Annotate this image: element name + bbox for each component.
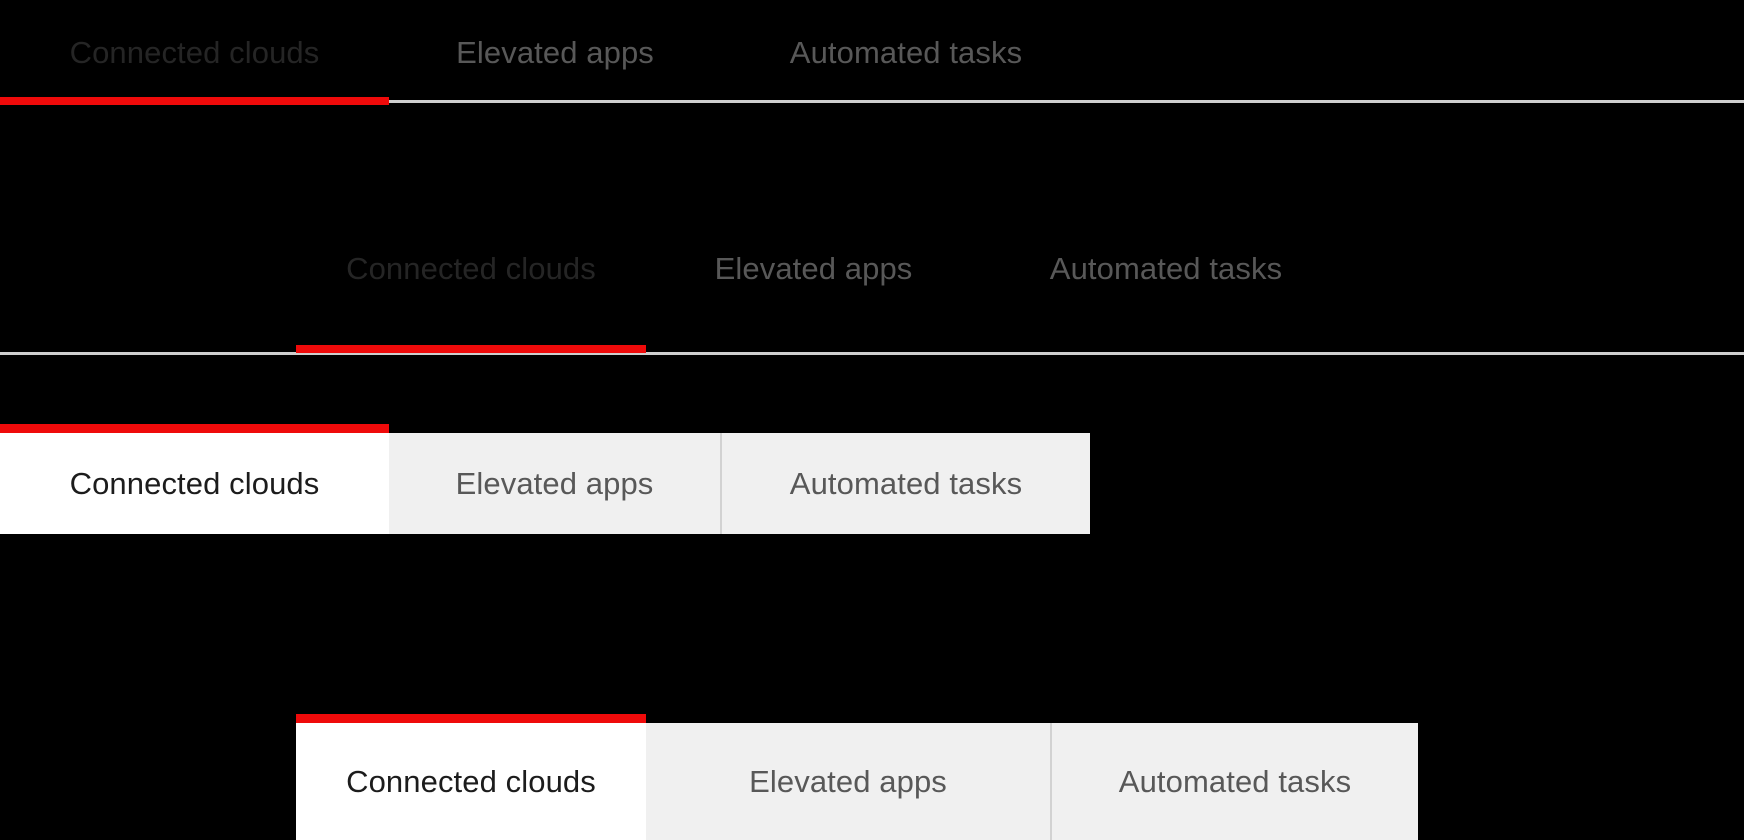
tabbar-baseline-rule-1 — [0, 100, 1744, 103]
tab-connected-clouds[interactable]: Connected clouds — [69, 35, 320, 70]
tab-group-boxed-left: Connected clouds Elevated apps Automated… — [0, 424, 1090, 534]
tab-connected-clouds[interactable]: Connected clouds — [346, 251, 596, 286]
tab-elevated-apps[interactable]: Elevated apps — [456, 35, 654, 70]
tabbar-baseline-rule-2 — [0, 352, 1744, 355]
tab-group-underline-indented: Connected clouds Elevated apps Automated… — [296, 230, 1351, 308]
active-tab-indicator-2 — [296, 345, 646, 353]
tab-elevated-apps[interactable]: Elevated apps — [646, 723, 1050, 840]
tab-elevated-apps[interactable]: Elevated apps — [389, 433, 720, 534]
tab-connected-clouds[interactable]: Connected clouds — [0, 424, 389, 534]
tab-elevated-apps[interactable]: Elevated apps — [714, 251, 913, 286]
tab-group-underline-left: Connected clouds Elevated apps Automated… — [0, 14, 1091, 92]
tab-automated-tasks[interactable]: Automated tasks — [720, 433, 1090, 534]
tab-automated-tasks[interactable]: Automated tasks — [1050, 723, 1418, 840]
active-tab-indicator-1 — [0, 97, 389, 105]
tab-automated-tasks[interactable]: Automated tasks — [789, 35, 1023, 70]
tab-automated-tasks[interactable]: Automated tasks — [1049, 251, 1283, 286]
tab-connected-clouds[interactable]: Connected clouds — [296, 714, 646, 840]
tab-group-boxed-indented: Connected clouds Elevated apps Automated… — [296, 714, 1418, 840]
